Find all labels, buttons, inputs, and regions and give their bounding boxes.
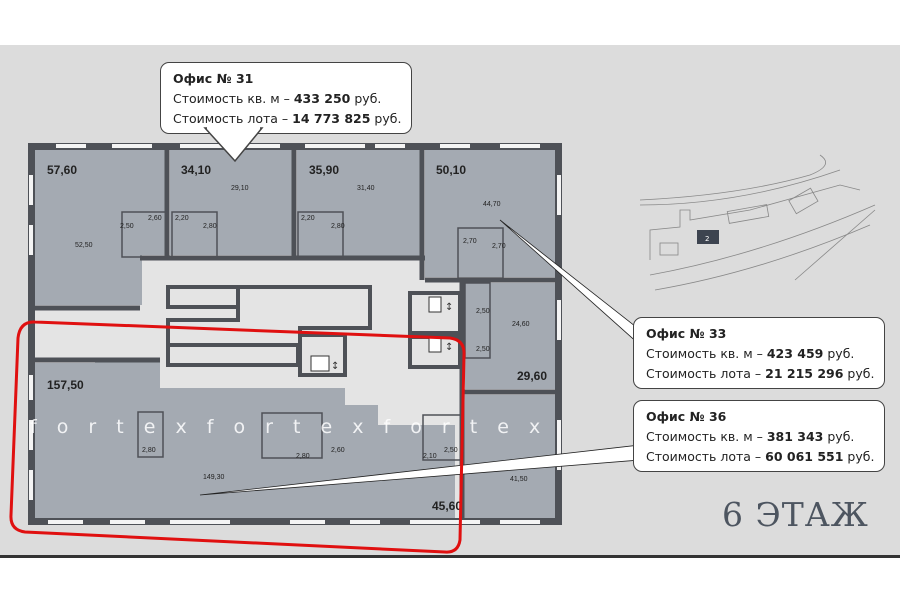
minimap-building-number: 2	[705, 235, 709, 243]
wc-area: 2,50	[444, 447, 458, 454]
lot-label: Стоимость лота –	[646, 449, 766, 464]
highlight-office-36	[9, 320, 466, 554]
rooms	[35, 150, 555, 518]
wc-area: 2,70	[492, 243, 506, 250]
svg-text:↕: ↕	[331, 361, 339, 372]
room-area-total: 35,90	[309, 163, 339, 177]
room-area-total: 50,10	[436, 163, 466, 177]
sqm-price: 423 459	[766, 346, 824, 361]
sqm-label: Стоимость кв. м –	[646, 346, 767, 361]
room-35-90[interactable]	[297, 150, 420, 257]
sqm-label: Стоимость кв. м –	[173, 91, 294, 106]
wc-area: 2,80	[331, 223, 345, 230]
lot-price: 60 061 551	[765, 449, 844, 464]
wc-area: 2,50	[476, 308, 490, 315]
wc-area: 2,10	[423, 453, 437, 460]
sqm-price: 381 343	[766, 429, 824, 444]
currency: руб.	[370, 111, 402, 126]
lot-price: 21 215 296	[765, 366, 844, 381]
room-area-total: 29,60	[517, 369, 547, 383]
room-50-10[interactable]	[425, 150, 555, 277]
room-area: 52,50	[75, 242, 93, 249]
sqm-price: 433 250	[293, 91, 351, 106]
location-minimap	[639, 154, 876, 291]
room-area-total: 157,50	[47, 378, 84, 392]
room-area: 24,60	[512, 321, 530, 328]
room-area-total: 45,60	[432, 499, 462, 513]
wc-area: 2,60	[148, 215, 162, 222]
wc-area: 2,80	[203, 223, 217, 230]
room-area: 41,50	[510, 476, 528, 483]
room-area-total: 34,10	[181, 163, 211, 177]
minimap-building-marker	[697, 230, 719, 244]
wc-area: 2,80	[296, 453, 310, 460]
currency: руб.	[823, 346, 855, 361]
lot-label: Стоимость лота –	[646, 366, 766, 381]
wc-area: 2,80	[142, 447, 156, 454]
room-area: 29,10	[231, 185, 249, 192]
room-area: 31,40	[357, 185, 375, 192]
svg-text:↕: ↕	[445, 342, 453, 353]
floor-label: 6 ЭТАЖ	[722, 495, 869, 534]
elevator-icon: ↕ ↕ ↕	[310, 296, 453, 372]
lot-label: Стоимость лота –	[173, 111, 293, 126]
currency: руб.	[843, 366, 875, 381]
callout-office-33: Офис № 33 Стоимость кв. м – 423 459 руб.…	[633, 317, 886, 389]
wc-area: 2,50	[476, 346, 490, 353]
watermark: f o r t e x f o r t e x f o r t e x	[30, 416, 548, 438]
floor-plan-stage: ↕ ↕ ↕ 2 57,60 34,10 35,90 50,10 29,60 15…	[0, 45, 900, 558]
callout-office-31: Офис № 31 Стоимость кв. м – 433 250 руб.…	[160, 62, 413, 134]
room-area-total: 57,60	[47, 163, 77, 177]
wc-area: 2,60	[331, 447, 345, 454]
wc-area: 2,70	[463, 238, 477, 245]
wc-area: 2,20	[175, 215, 189, 222]
sqm-label: Стоимость кв. м –	[646, 429, 767, 444]
room-area: 149,30	[203, 474, 225, 481]
currency: руб.	[823, 429, 855, 444]
floor-plan: ↕ ↕ ↕ 2 57,60 34,10 35,90 50,10 29,60 15…	[9, 143, 876, 554]
room-57-60[interactable]	[35, 150, 165, 305]
currency: руб.	[843, 449, 875, 464]
room-area: 44,70	[483, 201, 501, 208]
office-title: Офис № 36	[646, 409, 727, 424]
office-title: Офис № 31	[173, 71, 254, 86]
svg-text:↕: ↕	[445, 302, 453, 313]
currency: руб.	[350, 91, 382, 106]
lot-price: 14 773 825	[292, 111, 371, 126]
wc-area: 2,20	[301, 215, 315, 222]
office-title: Офис № 33	[646, 326, 727, 341]
wc-area: 2,50	[120, 223, 134, 230]
room-29-60[interactable]	[465, 283, 555, 389]
room-34-10[interactable]	[170, 150, 292, 255]
callout-office-36: Офис № 36 Стоимость кв. м – 381 343 руб.…	[633, 400, 886, 472]
